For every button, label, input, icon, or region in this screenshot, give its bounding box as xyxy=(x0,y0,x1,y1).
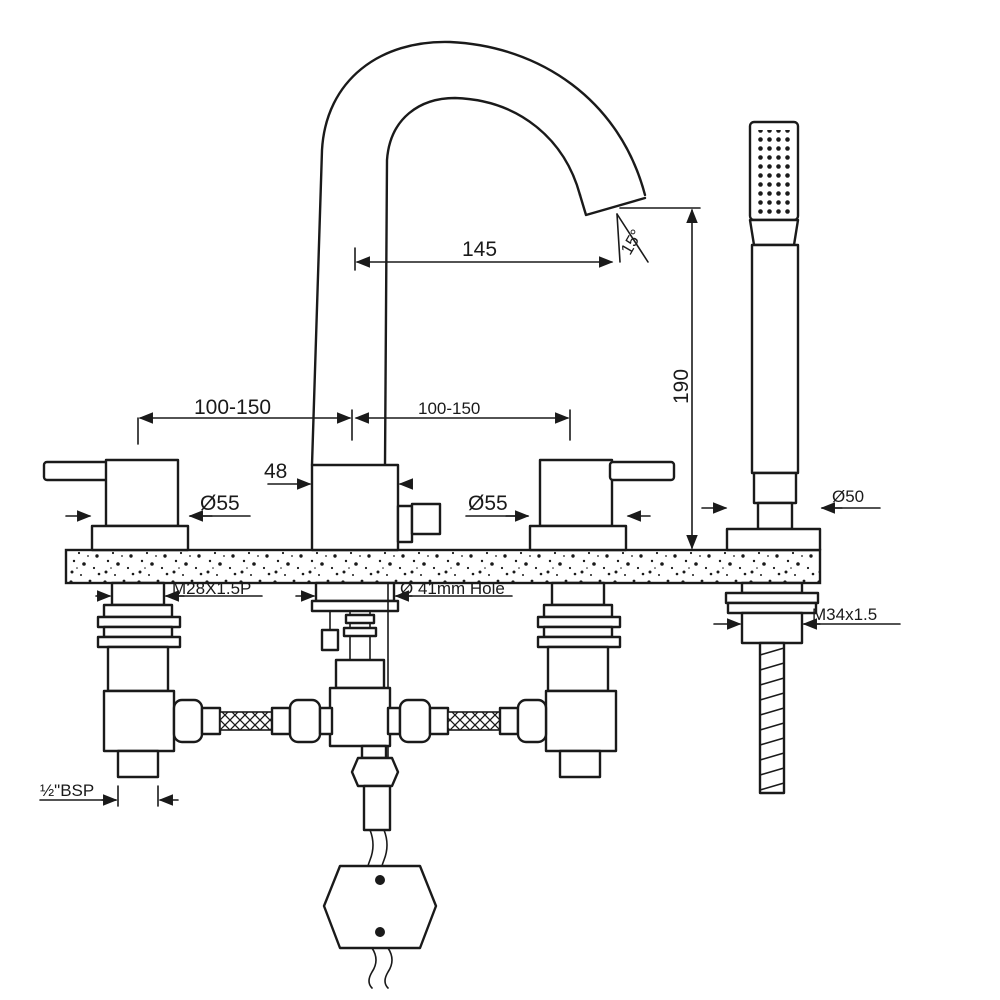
right-handle-diameter-label: Ø55 xyxy=(468,492,508,515)
left-spacing-label: 100-150 xyxy=(194,396,271,419)
spout-hole-label: Ø 41mm Hole xyxy=(400,579,505,598)
dimension-lines xyxy=(39,207,901,807)
body-width-label: 48 xyxy=(264,460,287,483)
connector-hoses xyxy=(172,698,548,744)
left-handle-diameter-label: Ø55 xyxy=(200,492,240,515)
right-spacing-label: 100-150 xyxy=(418,399,480,418)
inlet-size-label: ½"BSP xyxy=(40,781,94,800)
hand-shower xyxy=(725,120,822,552)
right-valve-underdeck xyxy=(536,581,622,779)
shower-thread-label: M34x1.5 xyxy=(812,605,877,624)
centre-underdeck xyxy=(310,581,400,761)
spout-height-label: 190 xyxy=(670,369,693,404)
spout-reach-label: 145 xyxy=(462,238,497,261)
handle-thread-label: M28X1.5P xyxy=(172,579,251,598)
right-handle-valve xyxy=(528,458,676,552)
spout-body xyxy=(310,463,442,552)
diverter-outlet xyxy=(322,744,438,989)
left-valve-underdeck xyxy=(96,581,182,779)
spout xyxy=(310,40,647,467)
shower-diameter-label: Ø50 xyxy=(832,487,864,506)
left-handle-valve xyxy=(42,458,190,552)
countertop xyxy=(64,548,822,585)
shower-underdeck xyxy=(724,581,820,795)
